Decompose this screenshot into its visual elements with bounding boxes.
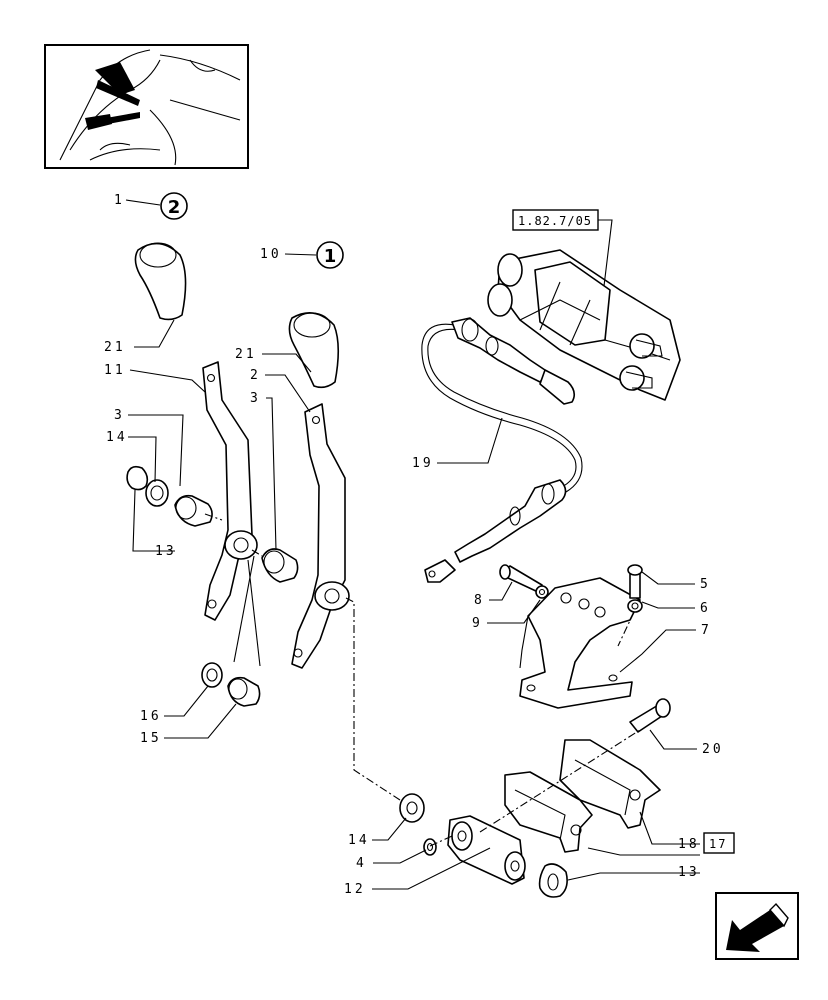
bottom-washers-and-clip: [399, 793, 568, 898]
callout-18: 18: [678, 837, 700, 852]
bolts-and-washers: [499, 564, 671, 733]
control-lever: [202, 361, 258, 621]
tractor-thumbnail: [44, 44, 249, 169]
callout-14: 14: [106, 430, 128, 445]
reference-code: 17: [709, 837, 727, 851]
leader-lines: [128, 319, 700, 890]
control-cable: [421, 317, 583, 583]
callout-19: 19: [412, 456, 434, 471]
lever-bracket: [519, 577, 641, 709]
callout-16: 16: [140, 709, 162, 724]
callout-3: 3: [250, 391, 261, 406]
circled-ref-glyph: 1: [324, 246, 337, 267]
callout-6: 6: [700, 601, 711, 616]
callout-labels: 21 11 3 14 13 21 2 3 16 15 19 8 9 5 6 7 …: [104, 340, 724, 897]
callout-13: 13: [678, 865, 700, 880]
assembly-lines: [345, 597, 641, 847]
callout-15: 15: [140, 731, 162, 746]
circled-ref-group: 1 2 10 1: [114, 192, 344, 269]
callout-13: 13: [155, 544, 177, 559]
lever-knob: [288, 312, 340, 389]
callout-7: 7: [701, 623, 712, 638]
circled-ref-glyph: 2: [168, 197, 181, 218]
callout-21: 21: [104, 340, 126, 355]
callout-4: 4: [356, 856, 367, 871]
callout-20: 20: [702, 742, 724, 757]
lever-knob: [134, 242, 187, 321]
control-lever: [291, 403, 350, 669]
reference-box[interactable]: 17: [703, 832, 735, 854]
reference-box[interactable]: 1.82.7/05: [512, 209, 613, 287]
callout-5: 5: [700, 577, 711, 592]
callout-12: 12: [344, 882, 366, 897]
callout-2: 2: [250, 368, 261, 383]
reference-code: 1.82.7/05: [518, 214, 592, 228]
bushings-and-clips: [126, 465, 299, 707]
guide-plates: [504, 739, 661, 853]
control-valve-block: [487, 249, 681, 401]
circled-ref-number: 1: [114, 193, 125, 208]
circled-ref-number: 10: [260, 247, 282, 262]
callout-11: 11: [104, 363, 126, 378]
callout-14: 14: [348, 833, 370, 848]
callout-9: 9: [472, 616, 483, 631]
callout-3: 3: [114, 408, 125, 423]
callout-8: 8: [474, 593, 485, 608]
bottom-left-arrow-icon[interactable]: [715, 892, 799, 960]
callout-21: 21: [235, 347, 257, 362]
